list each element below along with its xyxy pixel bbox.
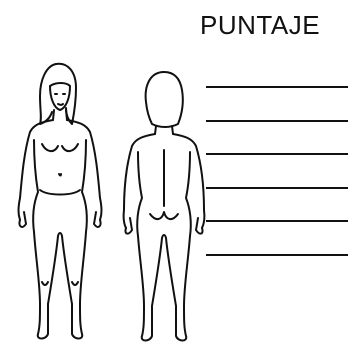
score-line-4[interactable] <box>206 187 348 189</box>
female-body-back-outline-icon <box>124 72 205 341</box>
score-line-1[interactable] <box>206 86 348 88</box>
score-line-5[interactable] <box>206 220 348 222</box>
score-line-6[interactable] <box>206 254 348 256</box>
female-body-front-outline-icon <box>19 64 102 339</box>
score-line-3[interactable] <box>206 153 348 155</box>
score-line-2[interactable] <box>206 120 348 122</box>
